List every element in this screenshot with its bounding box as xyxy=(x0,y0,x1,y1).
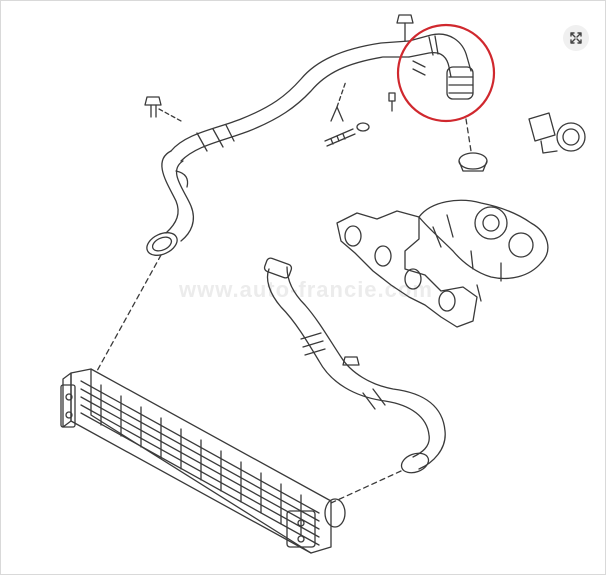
direction-arrow xyxy=(330,106,344,122)
lower-charge-pipe xyxy=(263,257,446,474)
connection-line-intercooler-inlet xyxy=(330,470,402,504)
expand-button[interactable] xyxy=(563,25,589,51)
small-nut xyxy=(342,356,360,366)
direction-arrow-line xyxy=(336,80,347,108)
small-screw xyxy=(388,92,396,112)
turbo-inlet-hose xyxy=(408,33,474,100)
turbo-clamp xyxy=(458,152,488,172)
red-highlight-circle xyxy=(396,23,496,123)
connection-line-intercooler-outlet xyxy=(96,254,162,372)
left-flex-hose xyxy=(146,150,195,256)
stud-bolt xyxy=(324,122,370,147)
throttle-body xyxy=(528,112,586,154)
connection-line-turbo xyxy=(465,118,472,152)
bolt-left xyxy=(144,96,182,122)
intercooler xyxy=(60,368,346,554)
turbocharger-manifold xyxy=(336,199,549,328)
watermark-text: www.auto-francie.com xyxy=(179,277,433,302)
top-nut xyxy=(396,14,414,42)
upper-intake-pipe xyxy=(170,40,410,162)
expand-arrows-icon xyxy=(570,32,582,44)
